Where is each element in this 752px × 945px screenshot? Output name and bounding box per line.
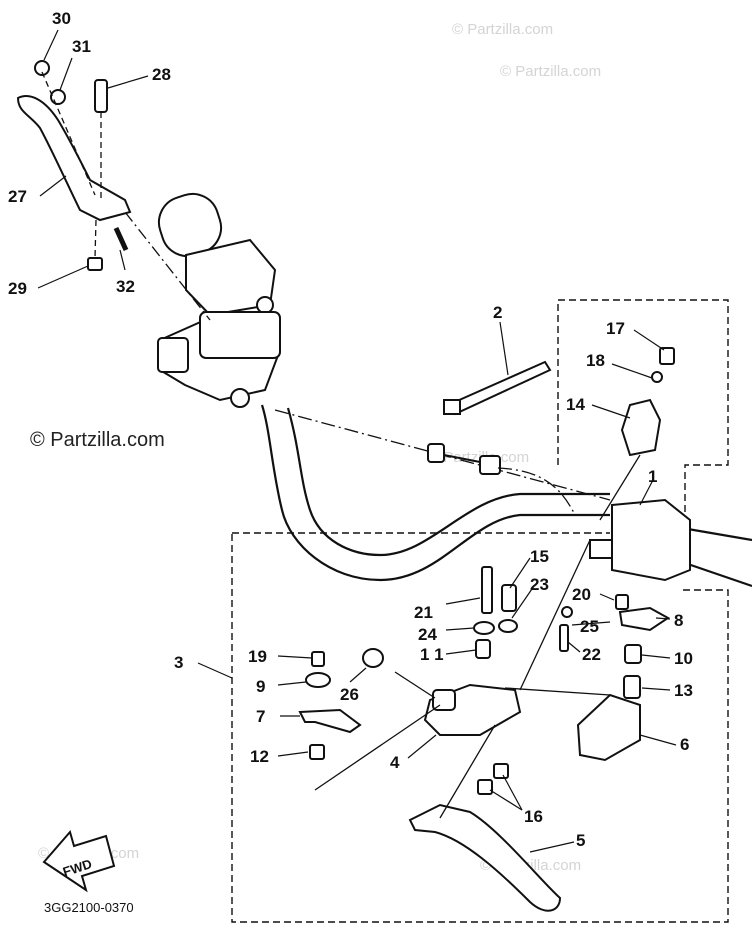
reservoir-bolt: [230, 388, 250, 408]
screw-19: [311, 651, 325, 667]
switch-1: [611, 498, 691, 582]
callout-23: 23: [530, 575, 549, 594]
callout-7: 7: [256, 707, 265, 726]
callout-16: 16: [524, 807, 543, 826]
box-3-frame: [231, 533, 729, 923]
callout-19: 19: [248, 647, 267, 666]
screw-20: [615, 594, 629, 610]
lever-27: [16, 95, 132, 222]
reservoir: [199, 311, 281, 359]
callout-27: 27: [8, 187, 27, 206]
callout-18: 18: [586, 351, 605, 370]
wire-connector: [427, 443, 501, 475]
diagram-code: 3GG2100-0370: [44, 900, 134, 915]
callout-4: 4: [390, 753, 400, 772]
callouts: 30 31 28 27 29 32 2 17 18 14 1 15 23 21 …: [8, 9, 693, 850]
wire-centerline: [497, 467, 576, 516]
nut-16a: [477, 779, 493, 795]
callout-24: 24: [418, 625, 437, 644]
callout-8: 8: [674, 611, 683, 630]
callout-26: 26: [340, 685, 359, 704]
handlebar-right-end: [681, 526, 752, 588]
holder-14: [620, 398, 662, 457]
clutch-lever-assembly: [16, 60, 132, 271]
cable-tie-head: [443, 399, 461, 415]
washer-18: [651, 371, 663, 383]
washer-9: [305, 672, 331, 688]
nut-12: [309, 744, 325, 760]
handlebar-outer: [260, 404, 610, 582]
callout-2: 2: [493, 303, 502, 322]
bolt-10: [624, 644, 642, 664]
left-housing-boss: [256, 296, 274, 314]
handlebar-inner: [286, 407, 610, 557]
callout-1: 1: [648, 467, 657, 486]
watermark-top: © Partzilla.com: [452, 21, 553, 38]
cylinder-clamp: [157, 337, 189, 373]
callout-9: 9: [256, 677, 265, 696]
switch-6: [576, 693, 641, 762]
nut-29: [87, 257, 103, 271]
bolt-30: [34, 60, 50, 76]
ring-25: [561, 606, 573, 618]
callout-5: 5: [576, 831, 585, 850]
callout-14: 14: [566, 395, 585, 414]
plate-7: [298, 708, 362, 734]
spring-32: [113, 226, 129, 252]
callout-25: 25: [580, 617, 599, 636]
cable-tie-2: [443, 360, 552, 416]
screw-17: [659, 347, 675, 365]
cap-26: [362, 648, 384, 668]
callout-22: 22: [582, 645, 601, 664]
callout-31: 31: [72, 37, 91, 56]
bracket-boss: [432, 689, 456, 711]
callout-12: 12: [250, 747, 269, 766]
fwd-arrow: FWD: [42, 829, 116, 893]
watermark-mid: © Partzilla.com: [428, 449, 529, 466]
washer-23: [498, 619, 518, 633]
washer-24: [473, 621, 495, 635]
callout-30: 30: [52, 9, 71, 28]
plate-8: [618, 606, 670, 632]
callout-28: 28: [152, 65, 171, 84]
washer-31: [50, 89, 66, 105]
lever-centerline: [124, 211, 211, 321]
bolt-15: [501, 584, 517, 612]
nut-16b: [493, 763, 509, 779]
spring-13: [623, 675, 641, 699]
bolt-28: [94, 79, 108, 113]
callout-6: 6: [680, 735, 689, 754]
lever-guides: [41, 71, 102, 259]
lever-5: [408, 803, 562, 912]
bolt-21: [481, 566, 493, 614]
callout-17: 17: [606, 319, 625, 338]
callout-21: 21: [414, 603, 433, 622]
callout-15: 15: [530, 547, 549, 566]
box-14-frame: [557, 299, 729, 530]
brake-lever-assembly: [298, 566, 670, 912]
callout-32: 32: [116, 277, 135, 296]
group-boxes: [231, 299, 729, 923]
cable-tie-body: [446, 360, 552, 416]
callout-29: 29: [8, 279, 27, 298]
assembly-guides: [314, 454, 641, 819]
callout-3: 3: [174, 653, 183, 672]
switch-knob: [589, 539, 613, 559]
right-switch: [589, 347, 691, 582]
callout-13: 13: [674, 681, 693, 700]
collar-11: [475, 639, 491, 659]
pin-22: [559, 624, 569, 652]
watermark-main: © Partzilla.com: [30, 429, 165, 451]
watermark-top-2: © Partzilla.com: [500, 63, 601, 80]
left-assembly: [157, 192, 282, 408]
callout-10: 10: [674, 649, 693, 668]
callout-20: 20: [572, 585, 591, 604]
callout-11: 1 1: [420, 645, 444, 664]
leader-lines: [37, 29, 677, 853]
